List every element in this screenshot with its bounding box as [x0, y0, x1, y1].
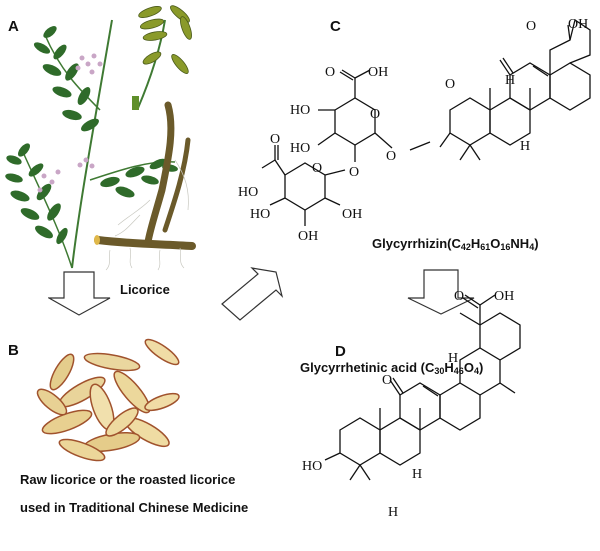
atom-label-ring-o: O — [312, 161, 322, 176]
licorice-plant-illustration — [5, 5, 196, 271]
triterpene-ring-e — [459, 347, 501, 396]
atom-label-oh: OH — [298, 229, 318, 240]
caption-raw-licorice-line2: used in Traditional Chinese Medicine — [20, 500, 249, 515]
atom-label-h: H — [412, 467, 422, 482]
caption-raw-licorice-line1: Raw licorice or the roasted licorice — [20, 472, 236, 487]
formula-element: H — [444, 360, 454, 375]
glucuronide-ring-upper — [334, 97, 376, 146]
formula-subscript: 4 — [529, 242, 535, 252]
atom-label-ho: HO — [238, 185, 258, 200]
formula-element: O — [463, 360, 474, 375]
flowers — [37, 53, 103, 193]
arrow-down-a-to-b — [48, 271, 111, 316]
formula-element: ) — [534, 236, 539, 251]
atom-label-bridge-o: O — [349, 165, 359, 180]
formula-subscript: 16 — [500, 242, 511, 252]
formula-subscript: 42 — [460, 242, 471, 252]
formula-element: NH — [510, 236, 530, 251]
atom-label-o: O — [270, 132, 280, 147]
atom-label-h: H — [505, 73, 515, 88]
triterpene-ring-b — [379, 417, 421, 466]
atom-label-h: H — [520, 139, 530, 154]
arrow-up-right-b-to-c — [221, 267, 284, 321]
formula-subscript: 46 — [453, 366, 464, 376]
formula-subscript: 61 — [480, 242, 491, 252]
formula-subscript: 4 — [473, 366, 479, 376]
molecular-formula: (C42H61O16NH4) — [447, 236, 539, 252]
glycyrrhizin-label: Glycyrrhizin(C42H61O16NH4) — [372, 236, 539, 252]
atom-label-o: O — [454, 289, 464, 304]
atom-label-ho: HO — [302, 459, 322, 474]
triterpene-ring-d — [439, 382, 481, 431]
formula-element: O — [490, 236, 501, 251]
plant-stem — [21, 149, 73, 269]
formula-element: (C — [420, 360, 435, 375]
compound-name: Glycyrrhetinic acid — [300, 360, 421, 375]
leaves — [5, 26, 178, 245]
formula-subscript: 30 — [434, 366, 445, 376]
panel-label-b: B — [8, 342, 19, 359]
triterpene-ring-a — [339, 417, 381, 466]
glycyrrhetinic-acid-label: Glycyrrhetinic acid (C30H46O4) — [300, 360, 483, 376]
atom-label-ho: HO — [290, 103, 310, 118]
licorice-root — [94, 101, 196, 271]
formula-element: ) — [478, 360, 484, 375]
panel-label-a: A — [8, 18, 19, 35]
triterpene-ring-d — [549, 62, 591, 111]
atom-label-o: O — [526, 19, 536, 34]
glycyrrhizin-structure: O OH HO O HO O O O O HO HO OH OH O H H O… — [238, 17, 591, 240]
formula-element: (C — [447, 236, 461, 251]
atom-label-oh: OH — [568, 17, 588, 32]
atom-label-oh: OH — [368, 65, 388, 80]
atom-label-glycoside-o: O — [386, 149, 396, 164]
atom-label-oh: OH — [342, 207, 362, 222]
atom-label-ho: HO — [250, 207, 270, 222]
caption-licorice: Licorice — [120, 282, 170, 297]
seed-pods — [132, 5, 192, 110]
molecular-formula: (C30H46O4) — [420, 360, 484, 376]
atom-label-oh: OH — [494, 289, 514, 304]
panel-label-c: C — [330, 18, 341, 35]
licorice-root-slices-photo — [36, 338, 180, 462]
triterpene-ring-b — [489, 97, 531, 146]
panel-label-d: D — [335, 343, 346, 360]
atom-label-ketone-o: O — [382, 373, 392, 388]
glycyrrhetinic-acid-structure: O OH O H H H HO — [302, 289, 521, 520]
atom-label-ho: HO — [290, 141, 310, 156]
compound-name: Glycyrrhizin — [372, 236, 448, 251]
plant-stem — [71, 19, 113, 269]
atom-label-h: H — [388, 505, 398, 520]
formula-element: H — [470, 236, 481, 251]
atom-label-h: H — [448, 351, 458, 366]
atom-label-o: O — [325, 65, 335, 80]
atom-label-ketone-o: O — [445, 77, 455, 92]
atom-label-ring-o: O — [370, 107, 380, 122]
arrow-down-c-to-d — [407, 269, 475, 315]
triterpene-ring-a — [449, 97, 491, 146]
